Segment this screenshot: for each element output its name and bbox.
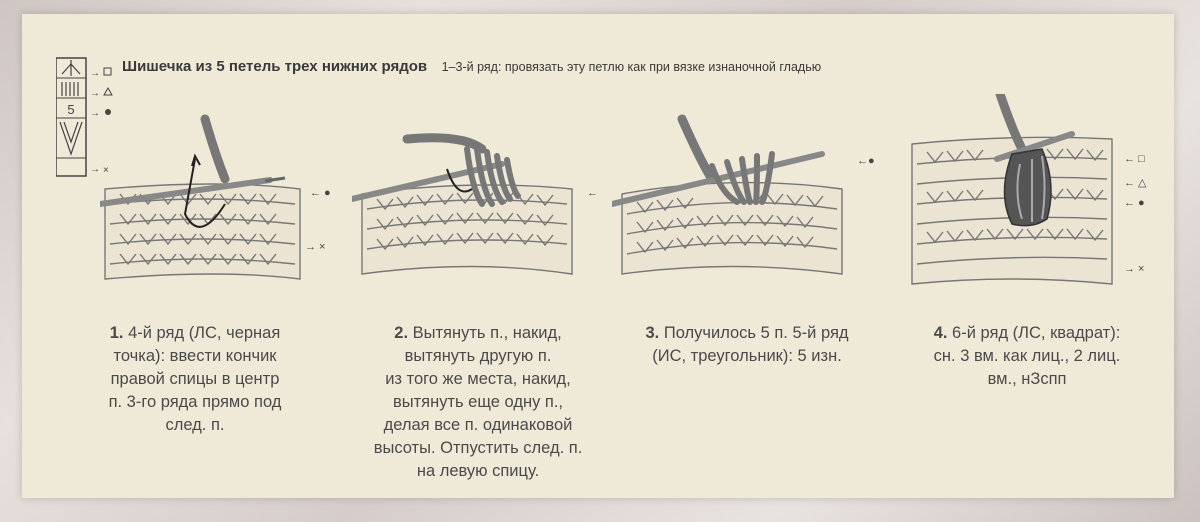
svg-text:→ ×: → × bbox=[305, 241, 325, 253]
step-number: 1. bbox=[109, 324, 124, 342]
step-number: 3. bbox=[645, 324, 660, 342]
svg-text:→: → bbox=[90, 68, 100, 79]
step-text: Вытянуть п., накид, bbox=[412, 324, 562, 342]
step-text: точка): ввести кончик bbox=[113, 347, 277, 365]
instruction-card: 5 → → → → × Шишечка из 5 петель трех ниж… bbox=[22, 14, 1174, 498]
step-text: делая все п. одинаковой bbox=[383, 416, 573, 434]
step-3-caption: 3. Получилось 5 п. 5-й ряд (ИС, треуголь… bbox=[612, 322, 882, 368]
svg-text:← ●: ← ● bbox=[1124, 197, 1145, 209]
svg-text:→: → bbox=[90, 108, 100, 119]
cross-marker-icon: × bbox=[103, 165, 109, 176]
step-text: вм., нЗспп bbox=[987, 370, 1067, 388]
step-text: вытянуть другую п. bbox=[404, 347, 552, 365]
step-text: след. п. bbox=[165, 416, 225, 434]
dot-marker-icon bbox=[105, 109, 111, 115]
step-1-illustration: ← ● → × bbox=[100, 114, 331, 280]
square-marker-icon bbox=[103, 67, 112, 76]
step-text: высоты. Отпустить след. п. bbox=[373, 439, 583, 457]
step-4-illustration: ← □ ← △ ← ● → × bbox=[911, 94, 1147, 285]
step-text: вытянуть еще одну п., bbox=[392, 393, 564, 411]
step-text: 4-й ряд (ЛС, черная bbox=[128, 324, 281, 342]
step-3-illustration: ←● bbox=[612, 114, 875, 275]
page-title: Шишечка из 5 петель трех нижних рядов bbox=[122, 58, 428, 75]
legend-number: 5 bbox=[67, 102, 74, 117]
step-text: из того же места, накид, bbox=[385, 370, 571, 388]
svg-text:←●: ←● bbox=[857, 155, 875, 167]
svg-text:←: ← bbox=[587, 187, 598, 199]
svg-text:→ ×: → × bbox=[1124, 263, 1144, 275]
step-number: 4. bbox=[933, 324, 948, 342]
step-text: на левую спицу. bbox=[416, 462, 540, 480]
svg-text:→: → bbox=[90, 164, 100, 175]
triangle-marker-icon bbox=[103, 86, 113, 96]
step-4-caption: 4. 6-й ряд (ЛС, квадрат): сн. 3 вм. как … bbox=[892, 322, 1162, 391]
svg-text:← ●: ← ● bbox=[310, 187, 331, 199]
svg-text:→: → bbox=[90, 88, 100, 99]
step-2-illustration: ← bbox=[352, 133, 598, 275]
step-text: 6-й ряд (ЛС, квадрат): bbox=[952, 324, 1121, 342]
step-text: правой спицы в центр bbox=[110, 370, 280, 388]
svg-text:← △: ← △ bbox=[1124, 177, 1147, 189]
step-text: Получилось 5 п. 5-й ряд bbox=[663, 324, 849, 342]
step-text: п. 3-го ряда прямо под bbox=[108, 393, 282, 411]
step-text: (ИС, треугольник): 5 изн. bbox=[652, 347, 842, 365]
step-text: сн. 3 вм. как лиц., 2 лиц. bbox=[933, 347, 1121, 365]
chart-legend: 5 → → → → × bbox=[56, 57, 113, 177]
page-subtitle: 1–3-й ряд: провязать эту петлю как при в… bbox=[441, 60, 822, 74]
header: Шишечка из 5 петель трех нижних рядов 1–… bbox=[122, 58, 821, 76]
step-2-caption: 2. Вытянуть п., накид, вытянуть другую п… bbox=[344, 322, 612, 483]
svg-text:← □: ← □ bbox=[1124, 153, 1145, 165]
step-number: 2. bbox=[394, 324, 409, 342]
step-1-caption: 1. 4-й ряд (ЛС, черная точка): ввести ко… bbox=[70, 322, 320, 437]
